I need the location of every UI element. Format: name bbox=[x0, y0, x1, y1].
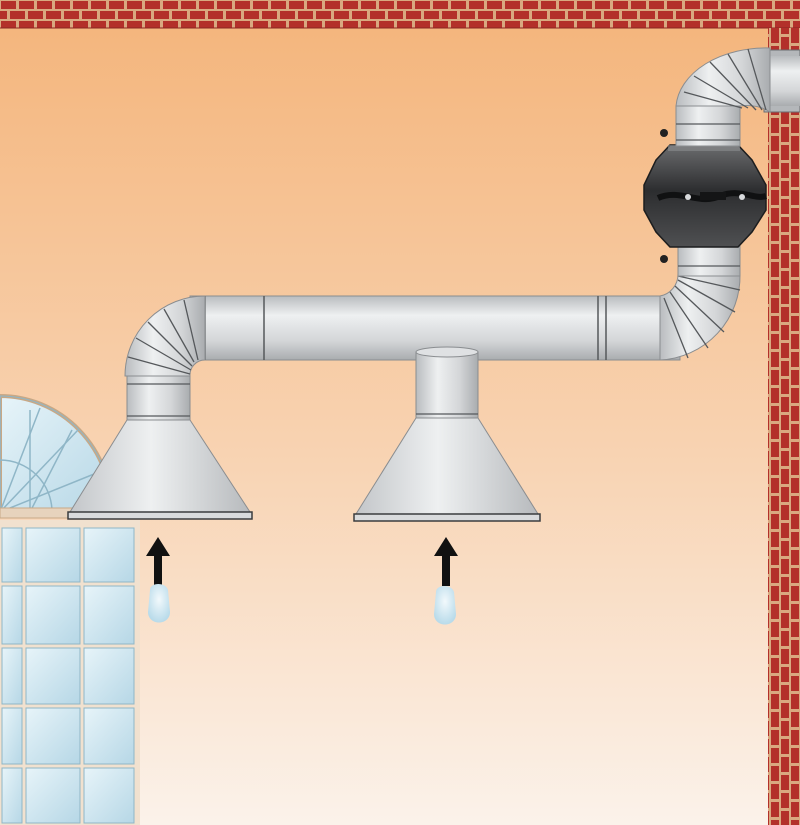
glass-block bbox=[25, 585, 81, 645]
glass-block bbox=[83, 767, 135, 824]
fume-hood-center bbox=[353, 346, 541, 522]
vertical-duct-upper bbox=[660, 47, 771, 263]
glass-block bbox=[25, 707, 81, 765]
right-brick-wall bbox=[768, 28, 800, 825]
glass-block bbox=[83, 707, 135, 765]
glass-block-wall bbox=[0, 520, 140, 825]
glass-block bbox=[1, 767, 23, 824]
fume-hood-left bbox=[67, 419, 253, 520]
left-duct-elbow bbox=[124, 295, 206, 421]
glass-block bbox=[1, 647, 23, 705]
fume-source-left bbox=[148, 584, 170, 623]
glass-block bbox=[25, 647, 81, 705]
right-duct-elbow bbox=[659, 245, 741, 361]
inline-duct-fan bbox=[643, 144, 768, 248]
airflow-arrow-center bbox=[434, 537, 458, 586]
glass-block bbox=[25, 767, 81, 824]
glass-block bbox=[25, 527, 81, 583]
glass-block bbox=[83, 527, 135, 583]
glass-block bbox=[1, 527, 23, 583]
fume-source-center bbox=[434, 586, 456, 625]
glass-block bbox=[1, 707, 23, 765]
glass-block bbox=[1, 585, 23, 645]
glass-block bbox=[83, 585, 135, 645]
ceiling-brick-wall bbox=[0, 0, 800, 28]
airflow-arrow-left bbox=[146, 537, 170, 586]
glass-block bbox=[83, 647, 135, 705]
semicircular-glass-window bbox=[0, 393, 119, 519]
